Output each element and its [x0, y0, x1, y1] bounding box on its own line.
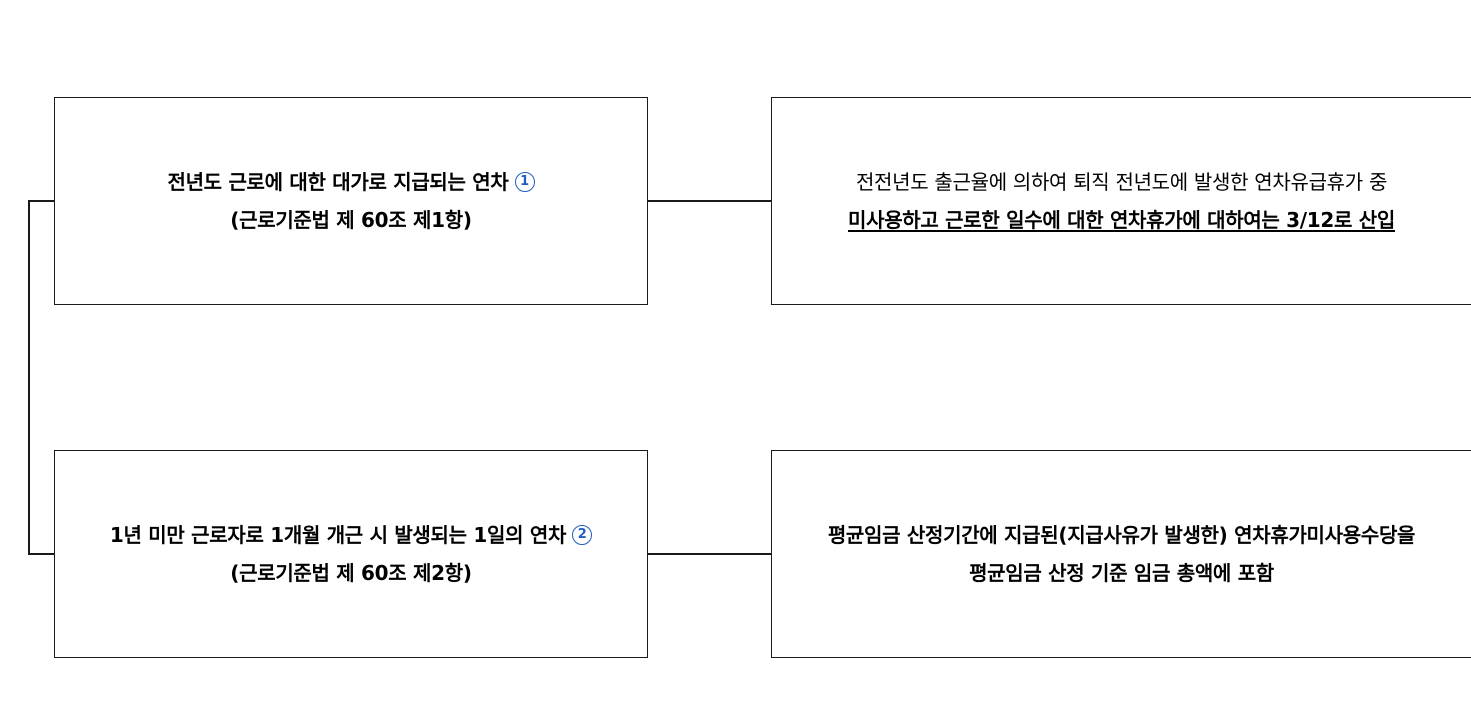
- circled-number-two-icon: 2: [572, 524, 593, 545]
- box-line: 평균임금 산정기간에 지급된(지급사유가 발생한) 연차휴가미사용수당을: [827, 523, 1416, 547]
- box-line: (근로기준법 제 60조 제1항): [230, 208, 472, 232]
- box-text: 1년 미만 근로자로 1개월 개근 시 발생되는 1일의 연차: [109, 523, 567, 547]
- bracket-vertical-line: [28, 200, 30, 554]
- box-line-underlined: 미사용하고 근로한 일수에 대한 연차휴가에 대하여는 3/12로 산입: [848, 208, 1395, 232]
- connector-bottom: [648, 553, 771, 555]
- box-text: 전년도 근로에 대한 대가로 지급되는 연차: [167, 170, 509, 194]
- box-unused-leave-inclusion: 전전년도 출근율에 의하여 퇴직 전년도에 발생한 연차유급휴가 중 미사용하고…: [771, 97, 1471, 305]
- box-line: (근로기준법 제 60조 제2항): [230, 561, 472, 585]
- box-line: 평균임금 산정 기준 임금 총액에 포함: [969, 561, 1274, 585]
- box-line: 전전년도 출근율에 의하여 퇴직 전년도에 발생한 연차유급휴가 중: [855, 170, 1388, 194]
- bracket-bottom-tick: [28, 553, 54, 555]
- circled-number-one-icon: 1: [514, 171, 535, 192]
- bracket-top-tick: [28, 200, 54, 202]
- connector-top: [648, 200, 771, 202]
- box-unused-leave-allowance: 평균임금 산정기간에 지급된(지급사유가 발생한) 연차휴가미사용수당을 평균임…: [771, 450, 1471, 658]
